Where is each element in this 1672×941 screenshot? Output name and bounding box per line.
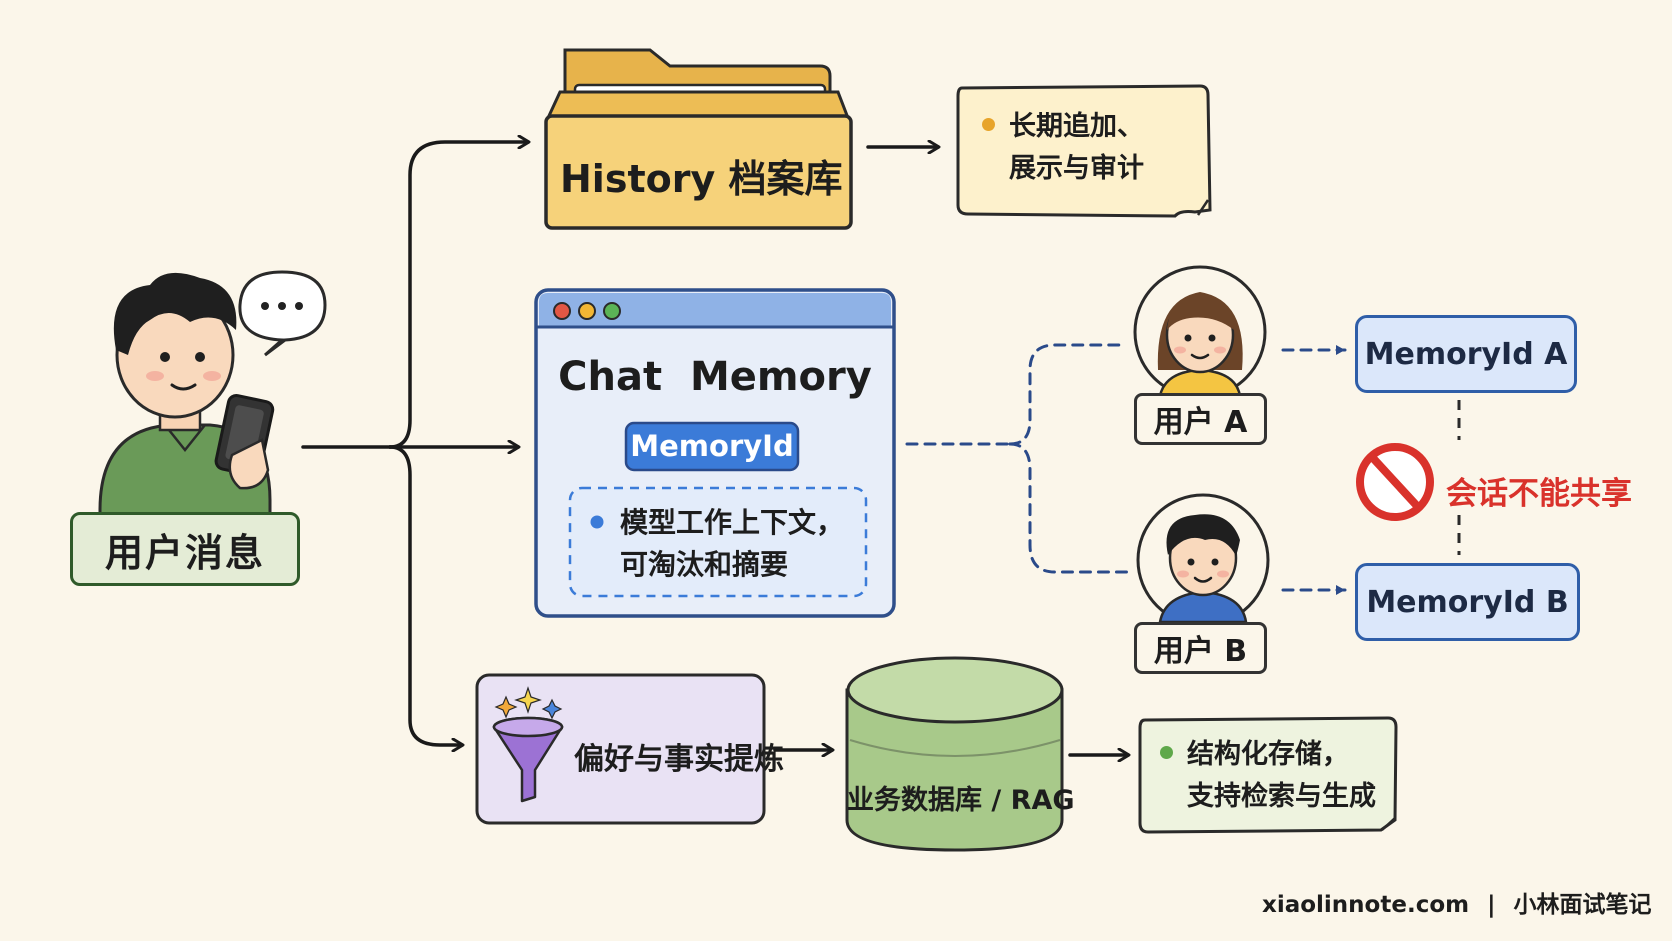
branch-connectors: [301, 142, 1128, 755]
storage-note-bullet-icon: [1160, 746, 1173, 759]
storage-note-line-1: 结构化存储，: [1187, 739, 1349, 770]
user-message-label: 用户消息: [104, 530, 265, 575]
history-note-card: [956, 84, 1212, 218]
user-figure: [98, 272, 275, 517]
connector-to-extract: [388, 445, 462, 745]
user-b-tag: 用户 B: [1134, 622, 1267, 674]
no-entry-icon: [1356, 443, 1434, 521]
chat-memory-note-line-2: 可淘汰和摘要: [620, 548, 789, 581]
connector-to-history: [388, 142, 528, 449]
history-note-line-2: 展示与审计: [1009, 153, 1144, 184]
memory-id-a-label: MemoryId A: [1364, 336, 1568, 372]
user-message-tag: 用户消息: [70, 512, 300, 586]
memory-id-b-box: MemoryId B: [1355, 563, 1580, 641]
storage-note-card: [1138, 716, 1398, 834]
speech-bubble-icon: [238, 270, 327, 357]
memory-id-a-box: MemoryId A: [1355, 315, 1577, 393]
footer: xiaolinnote.com | 小林面试笔记: [1262, 885, 1652, 919]
storage-note-line-2: 支持检索与生成: [1187, 781, 1376, 812]
history-note-line-1: 长期追加、: [1009, 111, 1144, 142]
user-a-label: 用户 A: [1153, 405, 1248, 440]
chat-memory-note-text: 模型工作上下文， 可淘汰和摘要: [620, 502, 844, 586]
user-a-avatar: [1133, 265, 1267, 399]
no-share-label: 会话不能共享: [1446, 476, 1632, 512]
user-b-label: 用户 B: [1153, 634, 1248, 669]
chat-memory-window: [534, 288, 896, 618]
footer-separator: |: [1487, 892, 1496, 918]
footer-site: xiaolinnote.com: [1262, 892, 1470, 918]
extraction-label: 偏好与事实提炼: [574, 742, 784, 777]
user-a-tag: 用户 A: [1134, 393, 1267, 445]
user-branch-connectors: [905, 343, 1347, 595]
database-label: 业务数据库 / RAG: [847, 785, 1075, 816]
footer-brand: 小林面试笔记: [1513, 892, 1652, 918]
user-b-avatar: [1136, 493, 1270, 627]
database-icon: [845, 656, 1064, 852]
history-note-text: 长期追加、 展示与审计: [982, 106, 1144, 190]
history-title: History 档案库: [560, 157, 843, 201]
memory-id-b-label: MemoryId B: [1366, 584, 1569, 620]
chat-memory-note-line-1: 模型工作上下文，: [620, 506, 845, 539]
memory-id-badge: MemoryId: [630, 429, 794, 463]
history-note-bullet-icon: [982, 118, 995, 131]
sparkle-icon: [494, 686, 563, 720]
storage-note-text: 结构化存储， 支持检索与生成: [1160, 734, 1376, 818]
history-folder-icon: [544, 48, 853, 230]
funnel-icon: [492, 716, 564, 803]
chat-memory-title: Chat Memory: [558, 354, 872, 400]
